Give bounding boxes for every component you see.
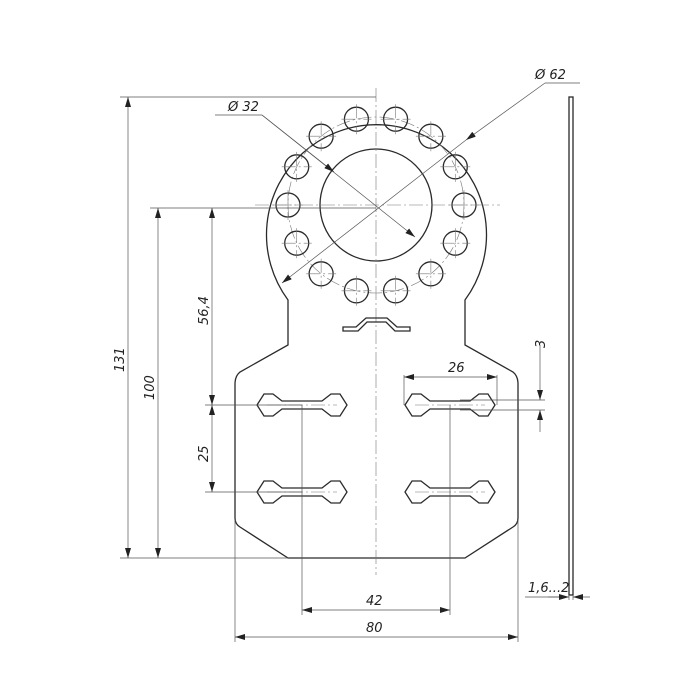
mounting-slot — [256, 480, 348, 504]
hanger-slot — [342, 317, 411, 332]
mounting-slot — [256, 393, 348, 417]
dim-center-to-slot: 56,4 — [197, 296, 212, 325]
plate-outline — [234, 124, 519, 559]
mounting-slot — [404, 393, 496, 417]
side-view — [568, 96, 574, 596]
dim-thickness: 1,6...2 — [528, 581, 569, 596]
dim-plate-height: 100 — [143, 375, 158, 400]
dim-slot-width: 3 — [534, 340, 549, 348]
dim-total-height: 131 — [113, 347, 128, 372]
dim-center-hole: Ø 32 — [227, 100, 259, 115]
dim-slot-length: 26 — [448, 361, 465, 376]
dim-total-width: 80 — [366, 621, 383, 636]
dim-slot-pitch: 42 — [366, 594, 383, 609]
mounting-slot — [404, 480, 496, 504]
dim-outer-ring: Ø 62 — [534, 68, 566, 83]
dim-slot-spacing: 25 — [197, 445, 212, 462]
